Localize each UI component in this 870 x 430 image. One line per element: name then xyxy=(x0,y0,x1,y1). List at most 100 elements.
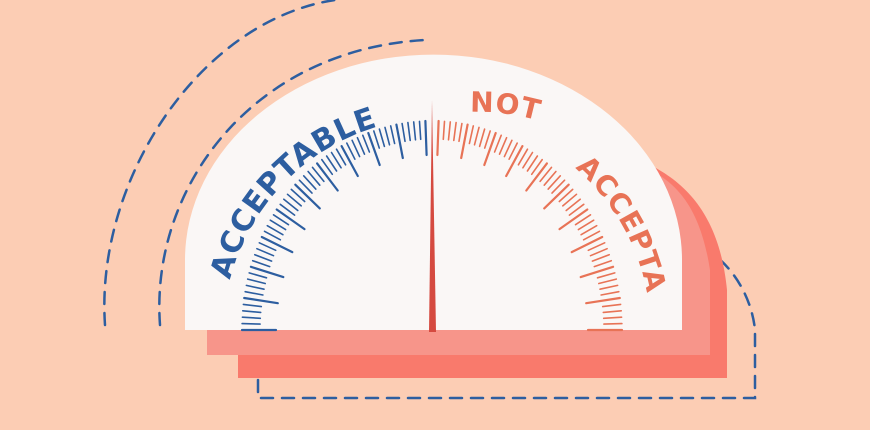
tick-mark xyxy=(372,130,381,149)
dashed-arc-outer xyxy=(103,0,337,327)
acceptable-tick-marks xyxy=(240,119,428,332)
tick-mark xyxy=(561,193,578,207)
tick-mark xyxy=(442,120,446,141)
tick-mark xyxy=(539,166,553,183)
tick-mark xyxy=(587,242,606,252)
tick-mark xyxy=(424,119,428,157)
dashed-outline xyxy=(256,243,757,400)
tick-mark xyxy=(551,179,566,194)
tick-mark xyxy=(395,123,404,160)
tick-mark xyxy=(601,303,622,308)
tick-mark xyxy=(596,272,616,279)
tick-mark xyxy=(565,198,582,212)
tick-mark xyxy=(384,126,391,146)
tick-mark xyxy=(260,235,294,254)
tick-mark xyxy=(345,142,356,160)
tick-mark xyxy=(597,278,618,285)
tick-mark xyxy=(503,139,513,158)
tick-mark xyxy=(418,120,422,141)
tick-mark xyxy=(290,188,306,203)
tick-mark xyxy=(591,253,611,262)
tick-mark xyxy=(547,175,562,190)
tick-mark xyxy=(294,183,321,210)
tick-mark xyxy=(266,224,284,236)
tick-mark xyxy=(473,126,480,146)
tick-mark xyxy=(543,170,557,186)
not-acceptable-tick-marks xyxy=(436,119,624,332)
tick-mark xyxy=(493,134,503,153)
tick-mark xyxy=(570,235,604,254)
tick-mark xyxy=(361,134,371,153)
tick-mark xyxy=(249,265,285,279)
tick-mark xyxy=(316,162,339,192)
tick-mark xyxy=(593,259,613,268)
tick-mark xyxy=(241,316,262,320)
tick-mark xyxy=(585,296,621,305)
dashed-arc-inner xyxy=(158,38,427,327)
tick-mark xyxy=(245,284,265,291)
tick-mark xyxy=(246,278,267,285)
tick-mark xyxy=(256,247,275,257)
tick-mark xyxy=(407,121,412,142)
tick-mark xyxy=(412,121,417,141)
tick-mark xyxy=(505,145,524,178)
tick-mark xyxy=(602,309,623,314)
tick-mark xyxy=(325,155,338,172)
tick-mark xyxy=(307,170,321,186)
tick-mark xyxy=(243,296,279,305)
tick-mark xyxy=(543,183,570,210)
tick-mark xyxy=(311,166,325,183)
tick-mark xyxy=(436,119,440,157)
tick-mark xyxy=(248,272,268,279)
tick-mark xyxy=(452,121,457,142)
tick-mark xyxy=(269,219,287,231)
tick-mark xyxy=(525,162,549,192)
tick-mark xyxy=(335,148,347,166)
tick-mark xyxy=(483,131,497,167)
tick-mark xyxy=(582,230,601,241)
tick-mark xyxy=(602,316,623,320)
tick-mark xyxy=(302,175,317,190)
tick-mark xyxy=(600,290,620,296)
tick-mark xyxy=(263,230,282,241)
tick-mark xyxy=(275,208,306,231)
tick-mark xyxy=(258,242,277,252)
tick-mark xyxy=(447,121,452,141)
tick-mark xyxy=(460,123,469,160)
tick-mark xyxy=(526,155,539,172)
tick-mark xyxy=(272,214,290,226)
tick-mark xyxy=(530,158,544,176)
tick-mark xyxy=(580,224,598,236)
tick-mark xyxy=(241,322,261,325)
tick-mark xyxy=(579,265,615,279)
tick-mark xyxy=(568,203,585,216)
tick-mark xyxy=(254,253,273,262)
tick-mark xyxy=(244,290,264,296)
tick-mark xyxy=(517,148,529,166)
tick-mark xyxy=(389,125,396,145)
tick-mark xyxy=(522,151,534,169)
tick-mark xyxy=(574,214,592,226)
tick-mark xyxy=(498,136,508,155)
tick-mark xyxy=(351,139,361,158)
gauge-needle xyxy=(429,100,436,332)
tick-mark xyxy=(589,247,608,257)
tick-mark xyxy=(279,203,296,216)
tick-mark xyxy=(242,303,263,308)
tick-mark xyxy=(320,158,334,176)
tick-mark xyxy=(367,131,381,167)
tick-mark xyxy=(282,198,299,212)
tick-mark xyxy=(599,284,619,291)
tick-mark xyxy=(340,145,359,178)
tick-mark xyxy=(508,142,519,160)
tick-mark xyxy=(577,219,595,231)
tick-mark xyxy=(242,309,262,314)
tick-mark xyxy=(298,179,313,194)
tick-mark xyxy=(468,125,475,145)
tick-mark xyxy=(558,208,589,231)
tick-mark xyxy=(330,151,342,169)
tick-mark xyxy=(603,322,623,325)
tick-mark xyxy=(483,130,492,149)
tick-mark xyxy=(356,136,366,155)
